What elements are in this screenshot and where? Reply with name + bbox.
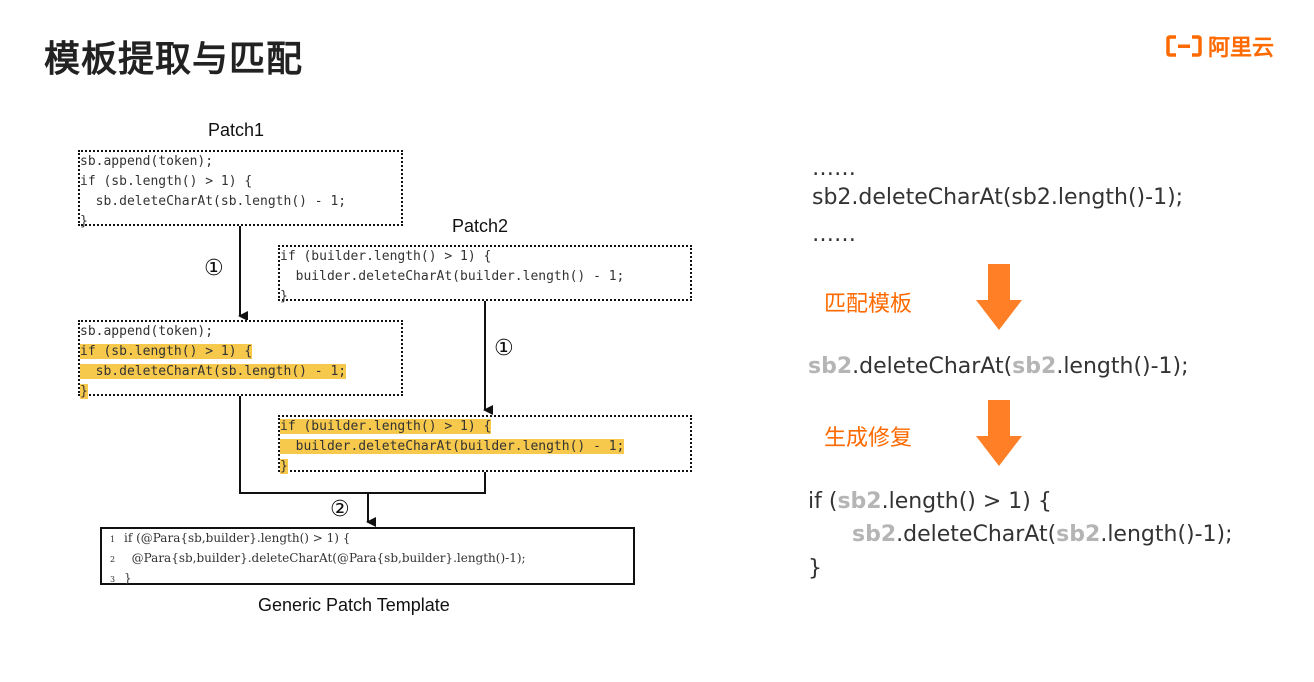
patch2-box: if (builder.length() > 1) { builder.dele… xyxy=(278,245,692,304)
patch2-code: if (builder.length() > 1) { builder.dele… xyxy=(280,249,625,304)
template-label: Generic Patch Template xyxy=(258,595,450,615)
down-arrow-icon xyxy=(976,264,1022,330)
step1-marker-left: ① xyxy=(204,256,224,281)
matched-line: sb2.deleteCharAt(sb2.length()-1); xyxy=(808,354,1189,379)
ellipsis-top: …… xyxy=(812,156,856,181)
page-title: 模板提取与匹配 xyxy=(44,39,304,80)
generate-fix-label: 生成修复 xyxy=(824,426,913,451)
patch1-extracted-box: sb.append(token); if (sb.length() > 1) {… xyxy=(78,320,403,399)
patch1-code: sb.append(token); if (sb.length() > 1) {… xyxy=(80,154,347,229)
match-template-label: 匹配模板 xyxy=(824,292,913,317)
aliyun-logo-icon xyxy=(1166,35,1202,57)
step2-marker: ② xyxy=(330,497,350,522)
patch2-extracted-code: if (builder.length() > 1) { builder.dele… xyxy=(280,419,625,474)
merge-line xyxy=(239,396,486,494)
diagram-connectors xyxy=(238,226,493,527)
down-arrow-icon xyxy=(976,400,1022,466)
ellipsis-bottom: …… xyxy=(812,222,856,247)
fix-body-line: sb2.deleteCharAt(sb2.length()-1); xyxy=(852,522,1233,547)
fix-close-line: } xyxy=(808,556,822,581)
patch2-extracted-box: if (builder.length() > 1) { builder.dele… xyxy=(278,415,692,474)
step1-marker-right: ① xyxy=(494,336,514,361)
logo-text: 阿里云 xyxy=(1208,36,1275,61)
fix-if-line: if (sb2.length() > 1) { xyxy=(808,489,1052,514)
patch1-box: sb.append(token); if (sb.length() > 1) {… xyxy=(78,150,403,229)
patch1-label: Patch1 xyxy=(208,120,265,140)
patch1-extracted-code: sb.append(token); if (sb.length() > 1) {… xyxy=(80,324,347,399)
source-line: sb2.deleteCharAt(sb2.length()-1); xyxy=(812,185,1184,210)
patch2-label: Patch2 xyxy=(452,216,509,236)
brand-logo: 阿里云 xyxy=(1166,30,1274,62)
